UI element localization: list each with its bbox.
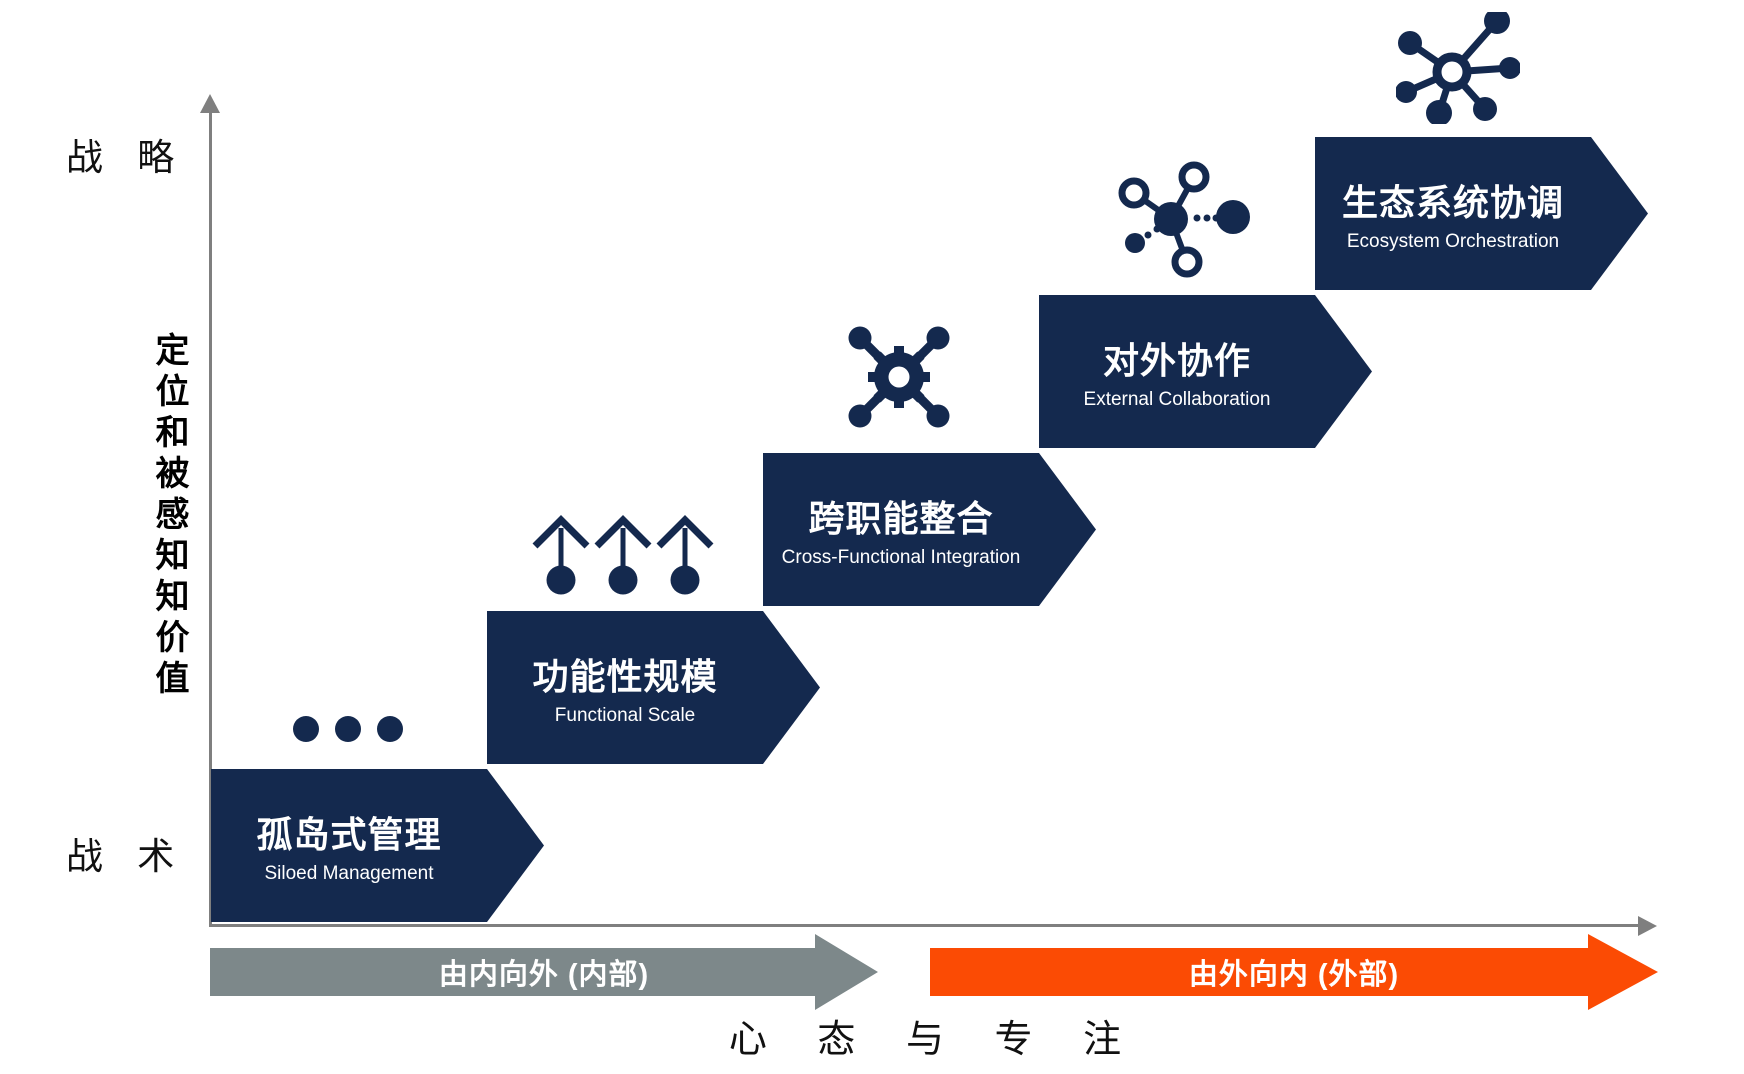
step-banner-external-collaboration: 对外协作 External Collaboration [1039,295,1372,448]
x-axis-title: 心 态 与 专 注 [728,1019,1142,1061]
y-axis-line [209,110,212,927]
step-title: 生态系统协调 [1341,182,1564,223]
step-title: 对外协作 [1102,340,1251,381]
band-label: 由外向内 (外部) [1188,959,1400,991]
band-outside-in: 由外向内 (外部) [930,934,1658,1010]
step-subtitle: Cross-Functional Integration [781,547,1021,568]
step-banner-siloed-management: 孤岛式管理 Siloed Management [211,769,544,922]
x-axis-line [210,924,1638,927]
band-label: 由内向外 (内部) [438,959,650,991]
ellipsis-dots-icon [293,716,403,742]
step-banner-functional-scale: 功能性规模 Functional Scale [487,611,820,764]
step-text: 孤岛式管理 Siloed Management [211,769,487,922]
hub-spoke-network-icon [1396,12,1520,124]
step-text: 跨职能整合 Cross-Functional Integration [763,453,1039,606]
step-text: 功能性规模 Functional Scale [487,611,763,764]
y-axis-top-label: 战 略 [66,137,187,178]
y-axis-bottom-label: 战 术 [66,836,187,877]
step-subtitle: Ecosystem Orchestration [1346,231,1560,252]
step-subtitle: Functional Scale [554,705,696,726]
y-axis-arrowhead-icon [200,94,220,113]
band-inside-out: 由内向外 (内部) [210,934,878,1010]
step-banner-ecosystem-orchestration: 生态系统协调 Ecosystem Orchestration [1315,137,1648,290]
step-text: 生态系统协调 Ecosystem Orchestration [1315,137,1591,290]
x-axis-arrowhead-icon [1638,916,1657,936]
step-title: 功能性规模 [532,656,718,697]
y-axis-title: 定位和被感知知价值 [150,332,188,701]
molecule-network-icon [1118,161,1250,278]
step-subtitle: External Collaboration [1083,389,1271,410]
step-banner-cross-functional-integration: 跨职能整合 Cross-Functional Integration [763,453,1096,606]
gear-network-icon [848,326,950,428]
step-title: 跨职能整合 [808,498,994,539]
step-subtitle: Siloed Management [264,863,434,884]
growth-arrows-icon [532,515,714,595]
step-title: 孤岛式管理 [256,814,442,855]
step-text: 对外协作 External Collaboration [1039,295,1315,448]
